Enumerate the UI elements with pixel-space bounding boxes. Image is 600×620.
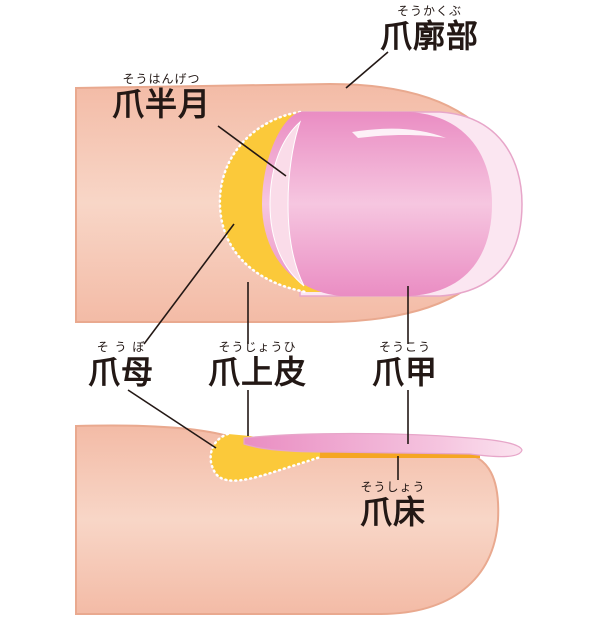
finger-top-view	[75, 82, 523, 323]
label-sohangetsu-ruby: そうはんげつ	[122, 72, 201, 86]
nail-highlight	[352, 128, 446, 138]
leader-sokakubu	[345, 51, 389, 89]
matrix-dotted-outline-top	[218, 110, 308, 294]
nail-plate-top	[262, 112, 492, 296]
leader-sohangetsu	[217, 125, 287, 177]
nail-matrix-side	[210, 434, 340, 481]
label-sosho-ruby: そうしょう	[360, 480, 426, 494]
label-sokakubu: そうかくぶ 爪廓部	[380, 4, 479, 54]
leader-lines	[127, 51, 409, 480]
label-sokakubu-text: 爪廓部	[380, 17, 480, 55]
label-sobo-text: 爪母	[88, 353, 155, 391]
label-sojohi-ruby: そうじょうひ	[218, 340, 297, 354]
label-sobo: そ う ぼ 爪母	[88, 340, 154, 390]
leader-sobo-top	[143, 223, 235, 345]
label-sosho-text: 爪床	[360, 493, 427, 531]
label-sobo-ruby: そ う ぼ	[96, 340, 146, 354]
label-sosho: そうしょう 爪床	[360, 480, 426, 530]
label-sokakubu-ruby: そうかくぶ	[397, 4, 463, 18]
nail-plate-side	[243, 432, 523, 458]
label-soko-text: 爪甲	[372, 353, 439, 391]
label-sohangetsu: そうはんげつ 爪半月	[112, 72, 211, 122]
finger-skin-side	[75, 424, 500, 615]
finger-side-view	[75, 424, 523, 615]
label-sohangetsu-text: 爪半月	[112, 85, 212, 123]
matrix-dotted-outline-side	[209, 432, 332, 482]
label-soko-ruby: そうこう	[379, 340, 432, 354]
leader-sobo-side	[127, 389, 217, 449]
label-sojohi: そうじょうひ 爪上皮	[208, 340, 307, 390]
label-soko: そうこう 爪甲	[372, 340, 438, 390]
label-sojohi-text: 爪上皮	[208, 353, 308, 391]
lunula-top	[269, 120, 305, 287]
